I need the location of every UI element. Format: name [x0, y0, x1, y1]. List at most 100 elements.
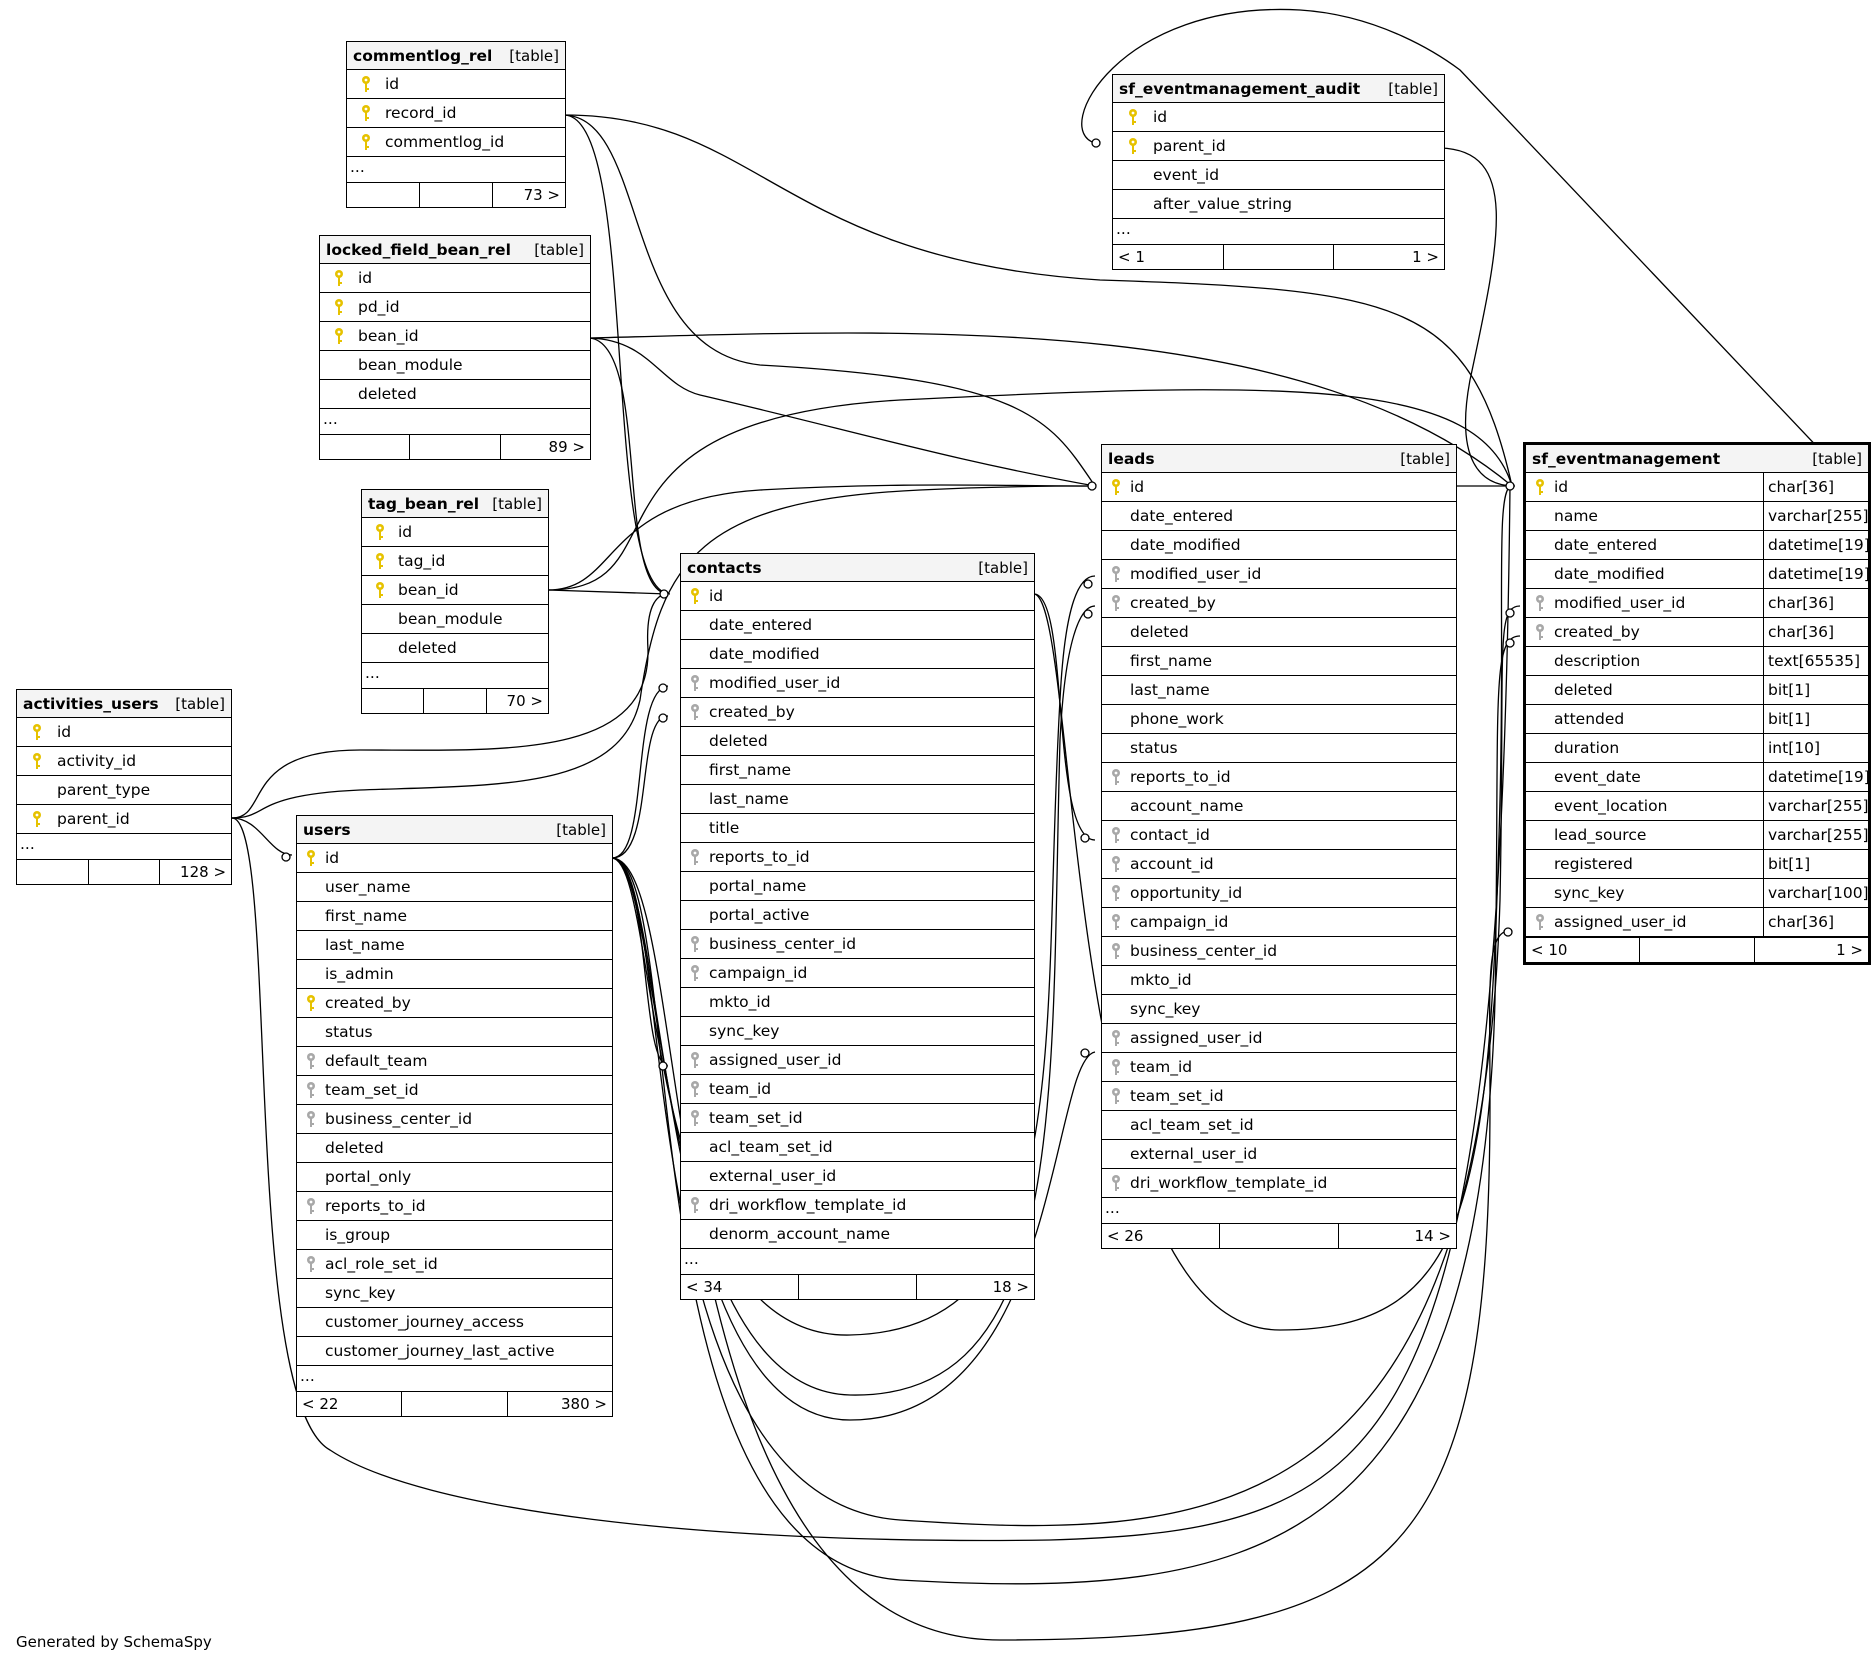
- child-count-link[interactable]: 89 >: [548, 438, 585, 456]
- column-row[interactable]: acl_team_set_id: [1102, 1111, 1456, 1140]
- column-row[interactable]: default_team: [297, 1047, 612, 1076]
- column-row[interactable]: reports_to_id: [1102, 763, 1456, 792]
- table-header[interactable]: sf_eventmanagement_audit[table]: [1113, 75, 1444, 103]
- child-count-link[interactable]: 1 >: [1412, 248, 1440, 266]
- column-row[interactable]: team_set_id: [297, 1076, 612, 1105]
- column-row[interactable]: is_admin: [297, 960, 612, 989]
- column-row[interactable]: commentlog_id: [347, 128, 565, 157]
- column-row[interactable]: mkto_id: [1102, 966, 1456, 995]
- column-row[interactable]: team_id: [1102, 1053, 1456, 1082]
- column-row[interactable]: id: [297, 844, 612, 873]
- column-row[interactable]: first_name: [297, 902, 612, 931]
- column-row[interactable]: sync_key: [681, 1017, 1034, 1046]
- column-row[interactable]: external_user_id: [1102, 1140, 1456, 1169]
- column-row[interactable]: customer_journey_last_active: [297, 1337, 612, 1366]
- column-row[interactable]: id: [347, 70, 565, 99]
- parent-count-link[interactable]: < 22: [302, 1395, 339, 1413]
- column-row[interactable]: sync_key: [297, 1279, 612, 1308]
- column-row[interactable]: id: [17, 718, 231, 747]
- column-row[interactable]: modified_user_id: [681, 669, 1034, 698]
- column-row[interactable]: acl_role_set_id: [297, 1250, 612, 1279]
- column-row[interactable]: parent_id: [1113, 132, 1444, 161]
- column-row[interactable]: opportunity_id: [1102, 879, 1456, 908]
- column-row[interactable]: sync_key: [1102, 995, 1456, 1024]
- column-row[interactable]: bean_id: [362, 576, 548, 605]
- table-name[interactable]: locked_field_bean_rel: [326, 240, 511, 259]
- column-row[interactable]: team_id: [681, 1075, 1034, 1104]
- table-header[interactable]: users[table]: [297, 816, 612, 844]
- column-row[interactable]: first_name: [681, 756, 1034, 785]
- column-row[interactable]: status: [1102, 734, 1456, 763]
- column-row[interactable]: portal_name: [681, 872, 1034, 901]
- column-row[interactable]: business_center_id: [681, 930, 1034, 959]
- column-row[interactable]: reports_to_id: [681, 843, 1034, 872]
- child-count-link[interactable]: 14 >: [1414, 1227, 1451, 1245]
- column-row[interactable]: campaign_id: [1102, 908, 1456, 937]
- child-count-link[interactable]: 128 >: [180, 863, 227, 881]
- table-name[interactable]: activities_users: [23, 694, 159, 713]
- column-row[interactable]: portal_only: [297, 1163, 612, 1192]
- column-row[interactable]: team_set_id: [1102, 1082, 1456, 1111]
- column-row[interactable]: deleted: [297, 1134, 612, 1163]
- column-row[interactable]: bean_id: [320, 322, 590, 351]
- column-row[interactable]: pd_id: [320, 293, 590, 322]
- column-row[interactable]: user_name: [297, 873, 612, 902]
- column-row[interactable]: account_id: [1102, 850, 1456, 879]
- column-row[interactable]: denorm_account_name: [681, 1220, 1034, 1249]
- column-row[interactable]: is_group: [297, 1221, 612, 1250]
- column-row[interactable]: date_modified: [681, 640, 1034, 669]
- table-header[interactable]: locked_field_bean_rel[table]: [320, 236, 590, 264]
- column-row[interactable]: created_by: [297, 989, 612, 1018]
- table-header[interactable]: leads[table]: [1102, 445, 1456, 473]
- column-row[interactable]: event_id: [1113, 161, 1444, 190]
- column-row[interactable]: first_name: [1102, 647, 1456, 676]
- column-row[interactable]: id: [320, 264, 590, 293]
- column-row[interactable]: last_name: [297, 931, 612, 960]
- table-name[interactable]: leads: [1108, 449, 1155, 468]
- table-header[interactable]: tag_bean_rel[table]: [362, 490, 548, 518]
- column-row[interactable]: deleted: [320, 380, 590, 409]
- parent-count-link[interactable]: [17, 860, 88, 884]
- column-row[interactable]: phone_work: [1102, 705, 1456, 734]
- column-row[interactable]: date_modified: [1102, 531, 1456, 560]
- column-row[interactable]: deleted: [362, 634, 548, 663]
- column-row[interactable]: reports_to_id: [297, 1192, 612, 1221]
- column-row[interactable]: external_user_id: [681, 1162, 1034, 1191]
- parent-count-link[interactable]: < 34: [686, 1278, 723, 1296]
- child-count-link[interactable]: 1 >: [1836, 941, 1863, 959]
- table-name[interactable]: tag_bean_rel: [368, 494, 480, 513]
- parent-count-link[interactable]: < 26: [1107, 1227, 1144, 1245]
- table-name[interactable]: users: [303, 820, 351, 839]
- column-row[interactable]: customer_journey_access: [297, 1308, 612, 1337]
- table-name[interactable]: commentlog_rel: [353, 46, 493, 65]
- table-name[interactable]: sf_eventmanagement: [1532, 449, 1721, 468]
- column-row[interactable]: bean_module: [320, 351, 590, 380]
- column-row[interactable]: date_entered: [1102, 502, 1456, 531]
- child-count-link[interactable]: 70 >: [506, 692, 543, 710]
- column-row[interactable]: dri_workflow_template_id: [681, 1191, 1034, 1220]
- table-header[interactable]: commentlog_rel[table]: [347, 42, 565, 70]
- column-row[interactable]: dri_workflow_template_id: [1102, 1169, 1456, 1198]
